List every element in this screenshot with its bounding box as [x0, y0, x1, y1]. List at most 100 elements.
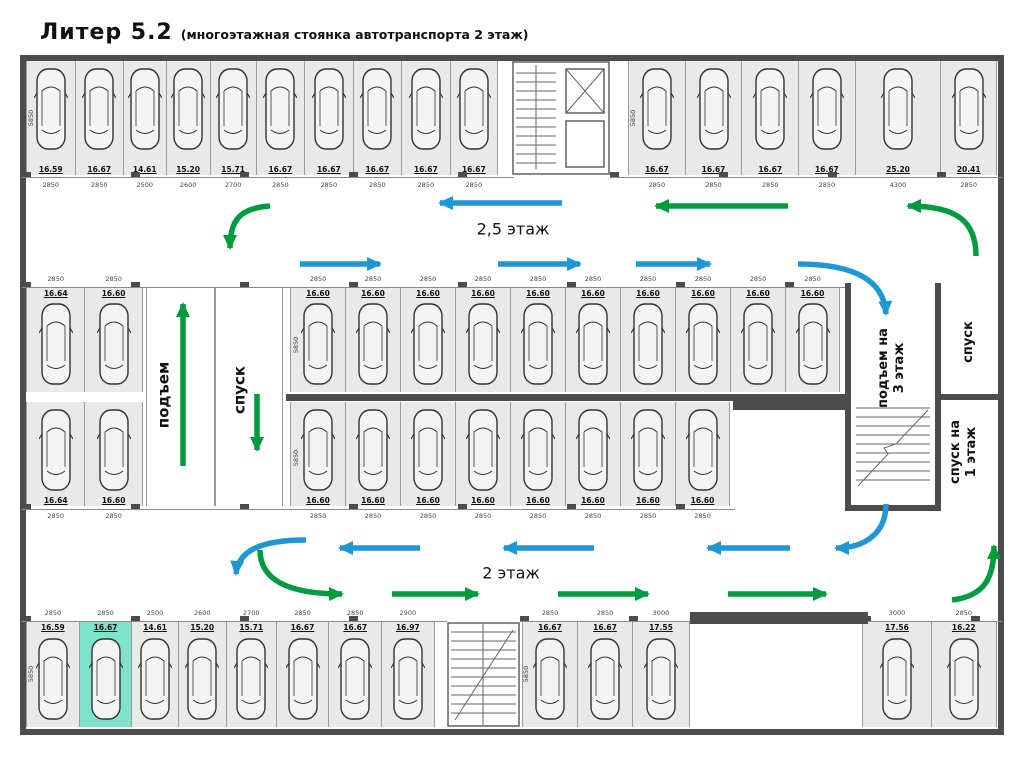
parking-stall[interactable]: 3000 17.55: [632, 609, 690, 727]
parking-stall[interactable]: 2850 16.67: [522, 609, 577, 727]
parking-stall[interactable]: 2600 15.20: [165, 61, 210, 189]
stall-depth-dimension: 5850: [27, 109, 35, 127]
car-icon: [521, 301, 555, 387]
car-icon: [644, 636, 678, 722]
stall-width-dimension: 2850: [105, 512, 122, 520]
parking-stall[interactable]: 2700 15.71: [209, 61, 256, 189]
parking-stall[interactable]: 2850 16.59: [26, 609, 79, 727]
parking-stall[interactable]: 2850 16.67: [74, 61, 123, 189]
stall-width-dimension: 2850: [42, 181, 60, 189]
stall-area-label: 16.67: [593, 623, 617, 632]
parking-stall[interactable]: 2500 14.61: [123, 61, 166, 189]
parking-stall[interactable]: 2850 16.22: [931, 609, 997, 727]
parking-stall[interactable]: 2850 16.67: [577, 609, 632, 727]
car-icon: [796, 301, 830, 387]
stall-width-dimension: 2850: [639, 275, 657, 283]
stall-width-dimension: 2500: [136, 181, 154, 189]
parking-stall[interactable]: 2850 16.60: [455, 275, 510, 392]
parking-stall[interactable]: 2850 16.60: [290, 275, 345, 392]
car-icon: [533, 636, 567, 722]
parking-stall[interactable]: 2850 16.60: [510, 402, 565, 520]
drawing-header: Литер 5.2 (многоэтажная стоянка автотран…: [40, 20, 529, 45]
stairwell-bottom: [447, 622, 520, 727]
parking-stall[interactable]: 2850 16.60: [620, 402, 675, 520]
ramp-down-label: спуск: [230, 365, 249, 415]
stall-width-dimension: 2600: [179, 181, 197, 189]
car-icon: [741, 301, 775, 387]
parking-stall[interactable]: 2850 16.60: [84, 275, 143, 392]
parking-stall[interactable]: 2850 16.60: [345, 275, 400, 392]
parking-stall[interactable]: 2900 16.97: [381, 609, 435, 727]
parking-stall[interactable]: 2850 16.67: [255, 61, 305, 189]
stairs-icon: [447, 622, 520, 727]
parking-stall[interactable]: 2850 16.60: [620, 275, 675, 392]
parking-stall[interactable]: 2600 15.20: [177, 609, 226, 727]
parking-stall[interactable]: 2700 15.71: [225, 609, 276, 727]
car-icon: [34, 66, 68, 152]
stall-area-label: 16.67: [701, 165, 726, 174]
parking-stall[interactable]: 2500 14.61: [131, 609, 178, 727]
parking-stall[interactable]: 2850 16.67: [628, 61, 685, 189]
car-icon: [881, 66, 915, 152]
stall-area-label: 16.60: [581, 496, 605, 505]
stall-area-label: 16.60: [101, 496, 126, 505]
stall-width-dimension: 2850: [960, 181, 977, 189]
column-row: [22, 504, 735, 510]
parking-stall[interactable]: 2850 16.67: [304, 61, 353, 189]
parking-stall[interactable]: 2850 16.60: [84, 402, 143, 520]
ramp-up-label: подъем: [154, 361, 173, 429]
parking-stall[interactable]: 2850 16.60: [785, 275, 840, 392]
stall-area-label: 16.67: [461, 165, 486, 174]
car-icon: [631, 407, 665, 493]
stairwell-ramp-right: [852, 400, 934, 492]
stall-width-dimension: 2850: [529, 275, 547, 283]
parking-stall[interactable]: 2850 16.67: [352, 61, 402, 189]
stall-area-label: 16.67: [413, 165, 438, 174]
parking-stall[interactable]: 2850 16.67: [401, 61, 450, 189]
stall-area-label: 15.20: [176, 165, 200, 174]
parking-stall[interactable]: 2850 16.60: [565, 275, 620, 392]
car-icon: [171, 66, 205, 152]
stall-width-dimension: 2850: [639, 512, 657, 520]
parking-stall[interactable]: 2850 16.60: [455, 402, 510, 520]
parking-zone-mid-center-top: 2850 16.60 2850 16.60 2850 16.60 2850 16…: [290, 275, 840, 392]
parking-stall[interactable]: 2850 16.60: [400, 402, 455, 520]
parking-stall[interactable]: 2850 16.64: [26, 402, 85, 520]
parking-stall[interactable]: 2850 20.41: [940, 61, 998, 189]
stall-width-dimension: 2850: [596, 609, 614, 617]
stall-area-label: 16.67: [343, 623, 368, 632]
parking-stall[interactable]: 2850 16.60: [290, 402, 345, 520]
parking-zone-mid-left-bottom: 2850 16.64 2850 16.60: [26, 402, 143, 520]
parking-stall[interactable]: 2850 16.67: [741, 61, 799, 189]
car-icon: [576, 301, 610, 387]
parking-stall[interactable]: 2850 16.60: [510, 275, 565, 392]
parking-stall[interactable]: 2850 16.60: [400, 275, 455, 392]
parking-stall[interactable]: 2850 16.67: [449, 61, 499, 189]
parking-stall[interactable]: 2850 16.60: [675, 402, 730, 520]
parking-stall[interactable]: 2850 16.60: [345, 402, 400, 520]
parking-stall[interactable]: 2850 16.60: [565, 402, 620, 520]
parking-zone-mid-center-bottom: 2850 16.60 2850 16.60 2850 16.60 2850 16…: [290, 402, 730, 520]
parking-stall[interactable]: 2850 16.64: [26, 275, 85, 392]
parking-stall[interactable]: 2850 16.60: [675, 275, 730, 392]
stall-area-label: 16.60: [306, 496, 330, 505]
stall-width-dimension: 2850: [309, 275, 327, 283]
stall-area-label: 16.60: [526, 496, 550, 505]
parking-stall[interactable]: 2850 16.67: [798, 61, 855, 189]
stall-width-dimension: 2850: [90, 181, 108, 189]
stall-width-dimension: 2700: [224, 181, 242, 189]
stall-width-dimension: 2850: [419, 275, 437, 283]
parking-stall[interactable]: 2850 16.60: [730, 275, 785, 392]
parking-stall[interactable]: 2850 16.59: [26, 61, 75, 189]
parking-stall[interactable]: 3000 17.56: [862, 609, 931, 727]
parking-stall[interactable]: 4300 25.20: [854, 61, 941, 189]
parking-stall[interactable]: 2850 16.67: [684, 61, 742, 189]
stall-width-dimension: 2850: [584, 512, 602, 520]
car-icon: [631, 301, 665, 387]
parking-stall[interactable]: 2850 16.67: [78, 609, 132, 727]
parking-zone-mid-left-top: 2850 16.64 2850 16.60: [26, 275, 143, 392]
parking-stall[interactable]: 2850 16.67: [328, 609, 382, 727]
parking-stall[interactable]: 2850 16.67: [275, 609, 329, 727]
stall-width-dimension: 2850: [474, 275, 492, 283]
column-row: [862, 616, 1002, 622]
